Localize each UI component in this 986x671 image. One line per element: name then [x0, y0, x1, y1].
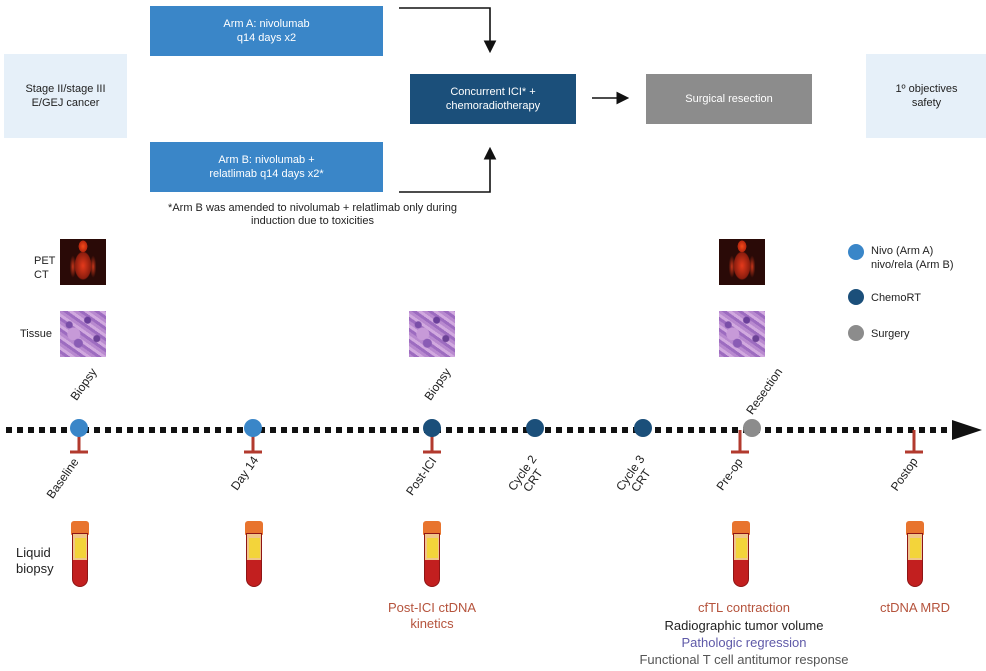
dot-cycle2-chemort	[526, 419, 544, 437]
blood-tube-post-ici	[423, 521, 441, 587]
petct-image-pre-op	[719, 239, 765, 285]
legend-nivo-label: Nivo (Arm A) nivo/rela (Arm B)	[871, 245, 954, 271]
dot-day14-nivo	[244, 419, 262, 437]
outcome-pathologic: Pathologic regression	[681, 635, 807, 650]
dot-resection-surgery	[743, 419, 761, 437]
surgical-resection-box: Surgical resection	[646, 74, 812, 124]
sample-markers	[70, 430, 923, 454]
arm-a-arrow	[399, 7, 497, 54]
petct-image-baseline	[60, 239, 106, 285]
legend-nivo-dot	[848, 244, 864, 260]
dot-post-ici-chemort	[423, 419, 441, 437]
outcome-radiographic: Radiographic tumor volume	[664, 618, 824, 633]
blood-tube-baseline	[71, 521, 89, 587]
arm-b-arrow	[399, 146, 497, 193]
liquid-biopsy-row-label: Liquid biopsy	[16, 545, 54, 576]
arm-b-footnote: *Arm B was amended to nivolumab + relatl…	[168, 202, 457, 227]
petct-row-label: PET CT	[34, 255, 56, 281]
blood-tube-postop	[906, 521, 924, 587]
tissue-image-resection	[719, 311, 765, 357]
outcome-ctdna-mrd: ctDNA MRD	[879, 600, 951, 615]
outcome-cftl: cfTL contraction	[697, 600, 790, 615]
tissue-image-post-ici	[409, 311, 455, 357]
legend-chemort-label: ChemoRT	[871, 292, 921, 304]
outcome-functional: Functional T cell antitumor response	[639, 652, 849, 667]
concurrent-ici-box: Concurrent ICI* + chemoradiotherapy	[410, 74, 576, 124]
arm-a-box: Arm A: nivolumab q14 days x2	[150, 6, 383, 56]
objectives-box: 1º objectives safety	[866, 54, 986, 138]
blood-tube-day14	[245, 521, 263, 587]
blood-tube-pre-op	[732, 521, 750, 587]
outcome-post-ici-ctdna: Post-ICI ctDNA kinetics	[387, 600, 477, 631]
tissue-image-baseline	[60, 311, 106, 357]
legend-surgery-dot	[848, 325, 864, 341]
legend-chemort-dot	[848, 289, 864, 305]
population-box: Stage II/stage III E/GEJ cancer	[4, 54, 127, 138]
tissue-row-label: Tissue	[20, 328, 52, 340]
arm-b-box: Arm B: nivolumab + relatlimab q14 days x…	[150, 142, 383, 192]
dot-cycle3-chemort	[634, 419, 652, 437]
dot-baseline-nivo	[70, 419, 88, 437]
legend-surgery-label: Surgery	[871, 328, 910, 340]
timeline-arrowhead	[952, 420, 982, 440]
